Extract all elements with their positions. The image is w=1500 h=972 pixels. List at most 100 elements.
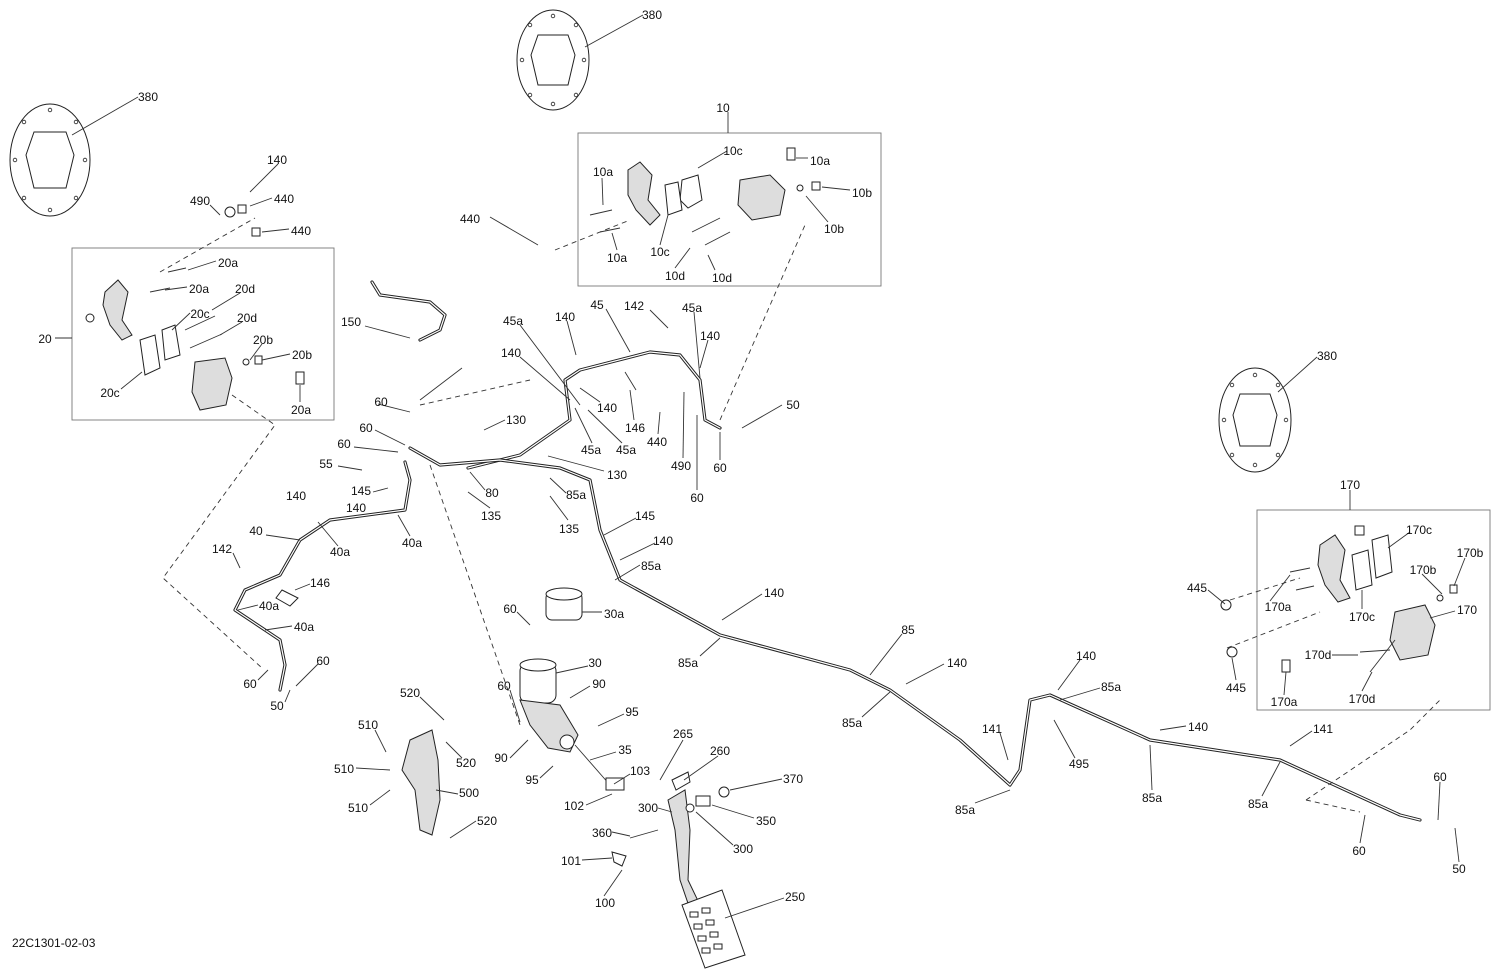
callout-label-c170d1: 170d: [1305, 648, 1332, 662]
callout-label-c85a5: 85a: [1101, 680, 1121, 694]
callout-label-c60i: 60: [497, 679, 511, 693]
callout-label-c445a: 445: [1187, 581, 1207, 595]
callout-label-c10a2: 10a: [593, 165, 613, 179]
callout-label-c510a: 510: [358, 718, 378, 732]
callout-label-c490b: 490: [671, 459, 691, 473]
callout-label-c145a: 145: [351, 484, 371, 498]
callout-label-c40: 40: [249, 524, 263, 538]
callout-label-c85: 85: [901, 623, 915, 637]
caliper-170-parts: [1220, 525, 1458, 673]
callout-label-c60h: 60: [243, 677, 257, 691]
callout-label-c140a: 140: [267, 153, 287, 167]
callout-label-c80: 80: [485, 486, 499, 500]
callout-label-c40a4: 40a: [294, 620, 314, 634]
brake-lines: [233, 280, 1422, 822]
callout-label-c140f: 140: [286, 489, 306, 503]
callout-label-c130a: 130: [506, 413, 526, 427]
callout-label-c10a3: 10a: [607, 251, 627, 265]
callout-label-c20d1: 20d: [235, 282, 255, 296]
callout-label-c146a: 146: [625, 421, 645, 435]
callout-label-c60g: 60: [316, 654, 330, 668]
callout-label-c10b1: 10b: [852, 186, 872, 200]
callout-label-c145b: 145: [635, 509, 655, 523]
callout-label-c20a3: 20a: [291, 403, 311, 417]
callout-label-c50b: 50: [270, 699, 284, 713]
brake-disc-right: [1218, 367, 1292, 473]
callout-label-c350: 350: [756, 814, 776, 828]
callout-label-c60a: 60: [374, 395, 388, 409]
callout-label-c60j: 60: [1433, 770, 1447, 784]
callout-label-c520a: 520: [400, 686, 420, 700]
callout-label-c60c: 60: [337, 437, 351, 451]
callout-label-c440d: 440: [647, 435, 667, 449]
callout-label-c55: 55: [319, 457, 333, 471]
callout-label-c40a1: 40a: [330, 545, 350, 559]
callout-label-c45a4: 45a: [616, 443, 636, 457]
callout-label-c170c2: 170c: [1349, 610, 1375, 624]
figure-code: 22C1301-02-03: [12, 936, 96, 950]
callout-label-c90b: 90: [494, 751, 508, 765]
callout-label-c20b2: 20b: [292, 348, 312, 362]
callout-label-c30a: 30a: [604, 607, 624, 621]
callout-label-c95a: 95: [625, 705, 639, 719]
callout-label-c10d2: 10d: [712, 271, 732, 285]
callout-label-c10c1: 10c: [723, 144, 742, 158]
caliper-assembly-box-170: [1256, 509, 1491, 711]
callout-label-c103: 103: [630, 764, 650, 778]
callout-label-c265: 265: [673, 727, 693, 741]
callout-label-c141b: 141: [1313, 722, 1333, 736]
callout-label-c60d: 60: [713, 461, 727, 475]
callout-label-c140k: 140: [1076, 649, 1096, 663]
callout-label-c85a2: 85a: [641, 559, 661, 573]
callout-label-c20d2: 20d: [237, 311, 257, 325]
callout-label-c300b: 300: [733, 842, 753, 856]
callout-label-c440b: 440: [274, 192, 294, 206]
callout-label-c380a: 380: [642, 8, 662, 22]
callout-label-c95b: 95: [525, 773, 539, 787]
callout-label-c85a4: 85a: [842, 716, 862, 730]
callout-label-c101: 101: [561, 854, 581, 868]
callout-label-c20b: 20b: [253, 333, 273, 347]
callout-label-c445b: 445: [1226, 681, 1246, 695]
callout-label-c170c1: 170c: [1406, 523, 1432, 537]
callout-label-c260: 260: [710, 744, 730, 758]
callout-label-c20a1: 20a: [218, 256, 238, 270]
callout-label-c45: 45: [590, 298, 604, 312]
callout-label-c85a1: 85a: [566, 488, 586, 502]
callout-label-c45a3: 45a: [581, 443, 601, 457]
callout-label-c440a: 440: [460, 212, 480, 226]
callout-label-c360: 360: [592, 826, 612, 840]
callout-label-c40a2: 40a: [402, 536, 422, 550]
callout-label-c20: 20: [38, 332, 52, 346]
callout-label-c45a2: 45a: [503, 314, 523, 328]
callout-label-c10: 10: [716, 101, 730, 115]
dashed-guide-lines: [159, 217, 1441, 813]
brake-disc-left: [9, 103, 91, 217]
callout-label-c170b2: 170b: [1410, 563, 1437, 577]
callout-label-c20c1: 20c: [190, 307, 209, 321]
callout-label-c85a8: 85a: [1248, 797, 1268, 811]
callout-label-c140g: 140: [346, 501, 366, 515]
callout-label-c495: 495: [1069, 757, 1089, 771]
callout-label-c150: 150: [341, 315, 361, 329]
callout-label-c170a1: 170a: [1265, 600, 1292, 614]
callout-label-c30: 30: [588, 656, 602, 670]
callout-label-c20a2: 20a: [189, 282, 209, 296]
callout-label-c135b: 135: [559, 522, 579, 536]
callout-label-c60f: 60: [503, 602, 517, 616]
callout-label-c20c2: 20c: [100, 386, 119, 400]
callout-label-c140i: 140: [764, 586, 784, 600]
callout-label-c250: 250: [785, 890, 805, 904]
caliper-20-parts: [85, 204, 305, 411]
callout-label-c170a2: 170a: [1271, 695, 1298, 709]
callout-label-c140l: 140: [1188, 720, 1208, 734]
callout-label-c490a: 490: [190, 194, 210, 208]
callout-label-c146b: 146: [310, 576, 330, 590]
callout-label-c85a7: 85a: [1142, 791, 1162, 805]
callout-label-c510b: 510: [334, 762, 354, 776]
callout-label-c102: 102: [564, 799, 584, 813]
callout-label-c380b: 380: [138, 90, 158, 104]
callout-label-c35: 35: [618, 743, 632, 757]
callout-label-c85a3: 85a: [678, 656, 698, 670]
